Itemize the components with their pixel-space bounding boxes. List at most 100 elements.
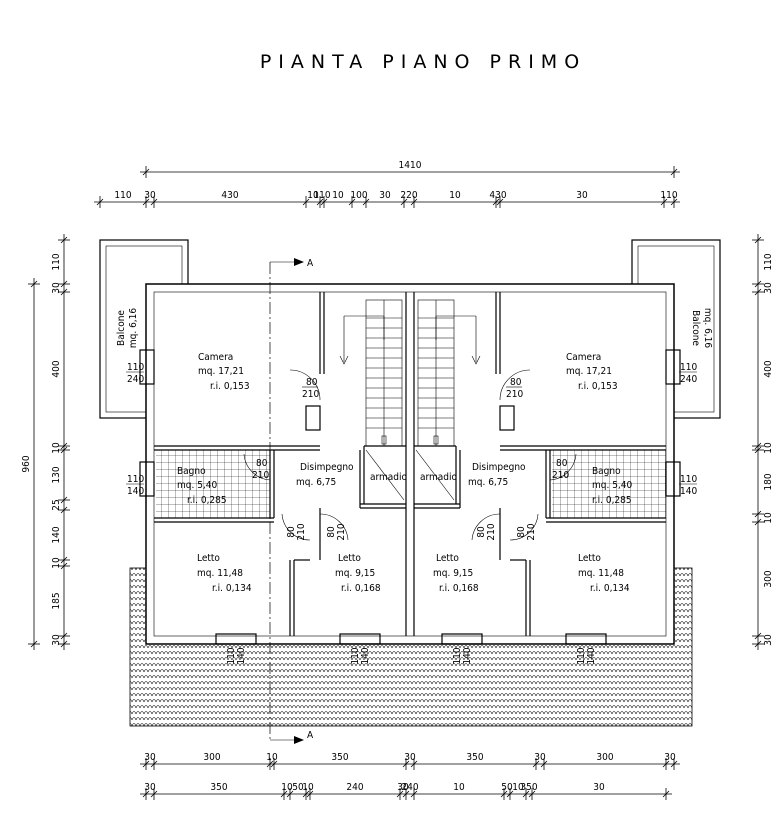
windows	[139, 349, 681, 645]
svg-text:80: 80	[516, 526, 527, 538]
dim-top-1: 30	[144, 190, 156, 201]
svg-text:110: 110	[680, 362, 697, 373]
camera-left-area: mq. 17,21	[198, 366, 244, 377]
cabinet-left	[305, 405, 321, 431]
letto1-right-ri: r.i. 0,134	[590, 583, 630, 594]
dim-bottom2-6: 30	[397, 782, 409, 793]
letto1-left-area: mq. 11,48	[197, 568, 243, 579]
bagno-left-name: Bagno	[177, 466, 206, 477]
door-labels: 80 210 80 210 80 210 80 210	[252, 377, 569, 481]
dim-bottom2-4: 10	[302, 782, 314, 793]
dim-bottom1-1: 300	[203, 752, 220, 763]
window-label-bottom-1: 110 140	[226, 647, 247, 664]
dim-left-7: 10	[51, 557, 62, 569]
dim-left-1: 30	[51, 282, 62, 294]
svg-text:110: 110	[350, 647, 361, 664]
dim-top-2: 430	[221, 190, 238, 201]
svg-text:140: 140	[360, 647, 371, 664]
dim-bottom1-5: 350	[466, 752, 483, 763]
balcone-right-label: Balcone mq. 6,16	[690, 308, 713, 348]
bagno-left-ri: r.i. 0,285	[187, 495, 227, 506]
dim-bottom2-0: 30	[144, 782, 156, 793]
dim-top-7: 30	[379, 190, 391, 201]
door-arcs	[243, 369, 577, 541]
dim-bottom1-0: 30	[144, 752, 156, 763]
dim-left-9: 30	[51, 634, 62, 646]
dim-right-7: 30	[763, 634, 774, 646]
disimpegno-left-name: Disimpegno	[300, 462, 354, 473]
svg-text:240: 240	[680, 374, 697, 385]
svg-text:210: 210	[296, 523, 307, 540]
dim-top-5: 10	[332, 190, 344, 201]
stairs-right	[417, 299, 481, 447]
dim-top-8: 220	[400, 190, 417, 201]
dim-bottom1-7: 300	[596, 752, 613, 763]
dim-right-2: 400	[763, 360, 774, 377]
svg-text:110: 110	[576, 647, 587, 664]
svg-text:140: 140	[127, 486, 144, 497]
letto1-left-ri: r.i. 0,134	[212, 583, 252, 594]
dim-bottom2-8: 10	[453, 782, 465, 793]
door-label-rot-1: 80 210	[286, 523, 307, 540]
svg-text:210: 210	[506, 389, 523, 400]
dim-top-11: 30	[576, 190, 588, 201]
dim-bottom1-2: 10	[266, 752, 278, 763]
page-title: PIANTA PIANO PRIMO	[260, 51, 586, 73]
armadio-left-diagonal	[365, 449, 405, 501]
disimpegno-left-area: mq. 6,75	[296, 477, 336, 488]
window-label-bottom-4: 110 140	[576, 647, 597, 664]
door-label-rot-4: 80 210	[516, 523, 537, 540]
letto2-right-ri: r.i. 0,168	[439, 583, 479, 594]
dim-bottom1-6: 30	[534, 752, 546, 763]
dim-bottom2-10: 10	[512, 782, 524, 793]
dim-right-0: 110	[763, 253, 774, 270]
dim-bottom1-8: 30	[664, 752, 676, 763]
bagno-right-area: mq. 5,40	[592, 480, 632, 491]
letto2-left-ri: r.i. 0,168	[341, 583, 381, 594]
armadio-right-diagonal	[415, 449, 455, 501]
bagno-right-name: Bagno	[592, 466, 621, 477]
dim-top-4: 110	[313, 190, 330, 201]
dim-left-2: 400	[51, 360, 62, 377]
letto1-right-name: Letto	[578, 553, 601, 564]
dim-bottom2-1: 350	[210, 782, 227, 793]
dim-bottom1-3: 350	[331, 752, 348, 763]
room-labels: Camera mq. 17,21 r.i. 0,153 Camera mq. 1…	[177, 352, 632, 594]
dim-top-0: 110	[114, 190, 131, 201]
camera-right-area: mq. 17,21	[566, 366, 612, 377]
dim-bottom1-4: 30	[404, 752, 416, 763]
svg-text:140: 140	[462, 647, 473, 664]
svg-text:80: 80	[326, 526, 337, 538]
svg-text:Balcone: Balcone	[116, 310, 127, 346]
dim-left-3: 10	[51, 442, 62, 454]
letto2-right-area: mq. 9,15	[433, 568, 473, 579]
dim-bottom2-2: 10	[281, 782, 293, 793]
letto1-left-name: Letto	[197, 553, 220, 564]
letto2-left-area: mq. 9,15	[335, 568, 375, 579]
dim-bottom2-7: 240	[401, 782, 418, 793]
dim-bottom2-3: 50	[292, 782, 304, 793]
balcone-left-label: Balcone mq. 6,16	[116, 308, 139, 348]
section-line	[269, 258, 304, 744]
dim-right-1: 30	[763, 282, 774, 294]
bagno-left-tiles	[156, 450, 270, 518]
svg-text:140: 140	[680, 486, 697, 497]
svg-text:210: 210	[252, 470, 269, 481]
letto2-left-name: Letto	[338, 553, 361, 564]
dim-bottom2-12: 30	[593, 782, 605, 793]
svg-text:210: 210	[526, 523, 537, 540]
dim-top-6: 100	[350, 190, 367, 201]
door-label-rot-2: 80 210	[326, 523, 347, 540]
camera-left-name: Camera	[198, 352, 233, 363]
dim-top-10: 430	[489, 190, 506, 201]
bagno-right-ri: r.i. 0,285	[592, 495, 632, 506]
svg-text:110: 110	[127, 474, 144, 485]
svg-text:110: 110	[127, 362, 144, 373]
dim-left-8: 185	[51, 592, 62, 609]
svg-text:80: 80	[256, 458, 268, 469]
svg-text:Balcone: Balcone	[690, 310, 701, 346]
interior-walls-right	[414, 292, 666, 636]
